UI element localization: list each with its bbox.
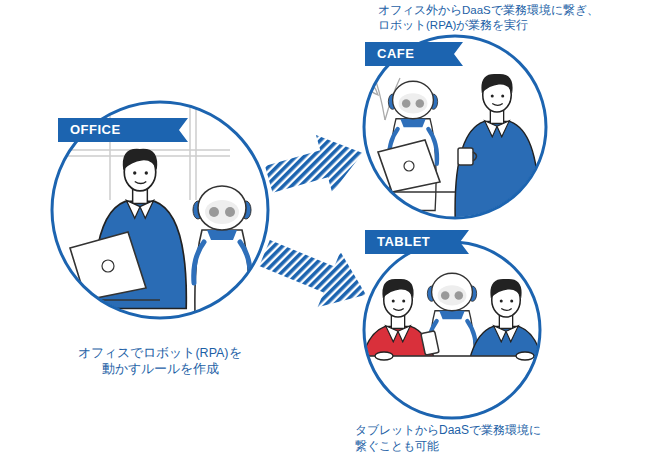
banner-label: OFFICE [58,118,188,142]
banner-label: TABLET [365,230,469,254]
scene-circle: CAFEオフィス外からDaaSで業務環境に繋ぎ、 ロボット(RPA)が業務を実行 [362,34,548,220]
laptop-logo [102,260,114,272]
robot-figure [193,186,251,338]
scene-circle: TABLETタブレットからDaaSで業務環境に 繋ぐことも可能 [362,240,542,420]
laptop-logo [404,161,414,171]
circle-outline [362,240,542,420]
laptop [378,140,440,192]
flow-arrow [259,240,366,307]
cup-handle [473,152,477,161]
banner-label: CAFE [365,42,463,66]
scene-circle: OFFICEオフィスでロボット(RPA)を 動かすルールを作成 [50,100,270,320]
coffee-cup [458,148,473,165]
tablet-scene [356,273,550,426]
hand [516,352,534,360]
hand [375,352,393,360]
circle-border [52,102,268,318]
flow-arrow [265,135,363,193]
caption-text: オフィス外からDaaSで業務環境に繋ぎ、 ロボット(RPA)が業務を実行 [378,3,593,33]
tablet-device [421,331,439,355]
caption-text: タブレットからDaaSで業務環境に 繋ぐことも可能 [355,423,555,454]
circle-border [364,242,540,418]
person-figure [455,74,539,219]
circle-border [364,36,546,218]
caption-text: オフィスでロボット(RPA)を 動かすルールを作成 [60,345,260,378]
laptop [70,232,146,300]
laptop-base [392,191,455,193]
